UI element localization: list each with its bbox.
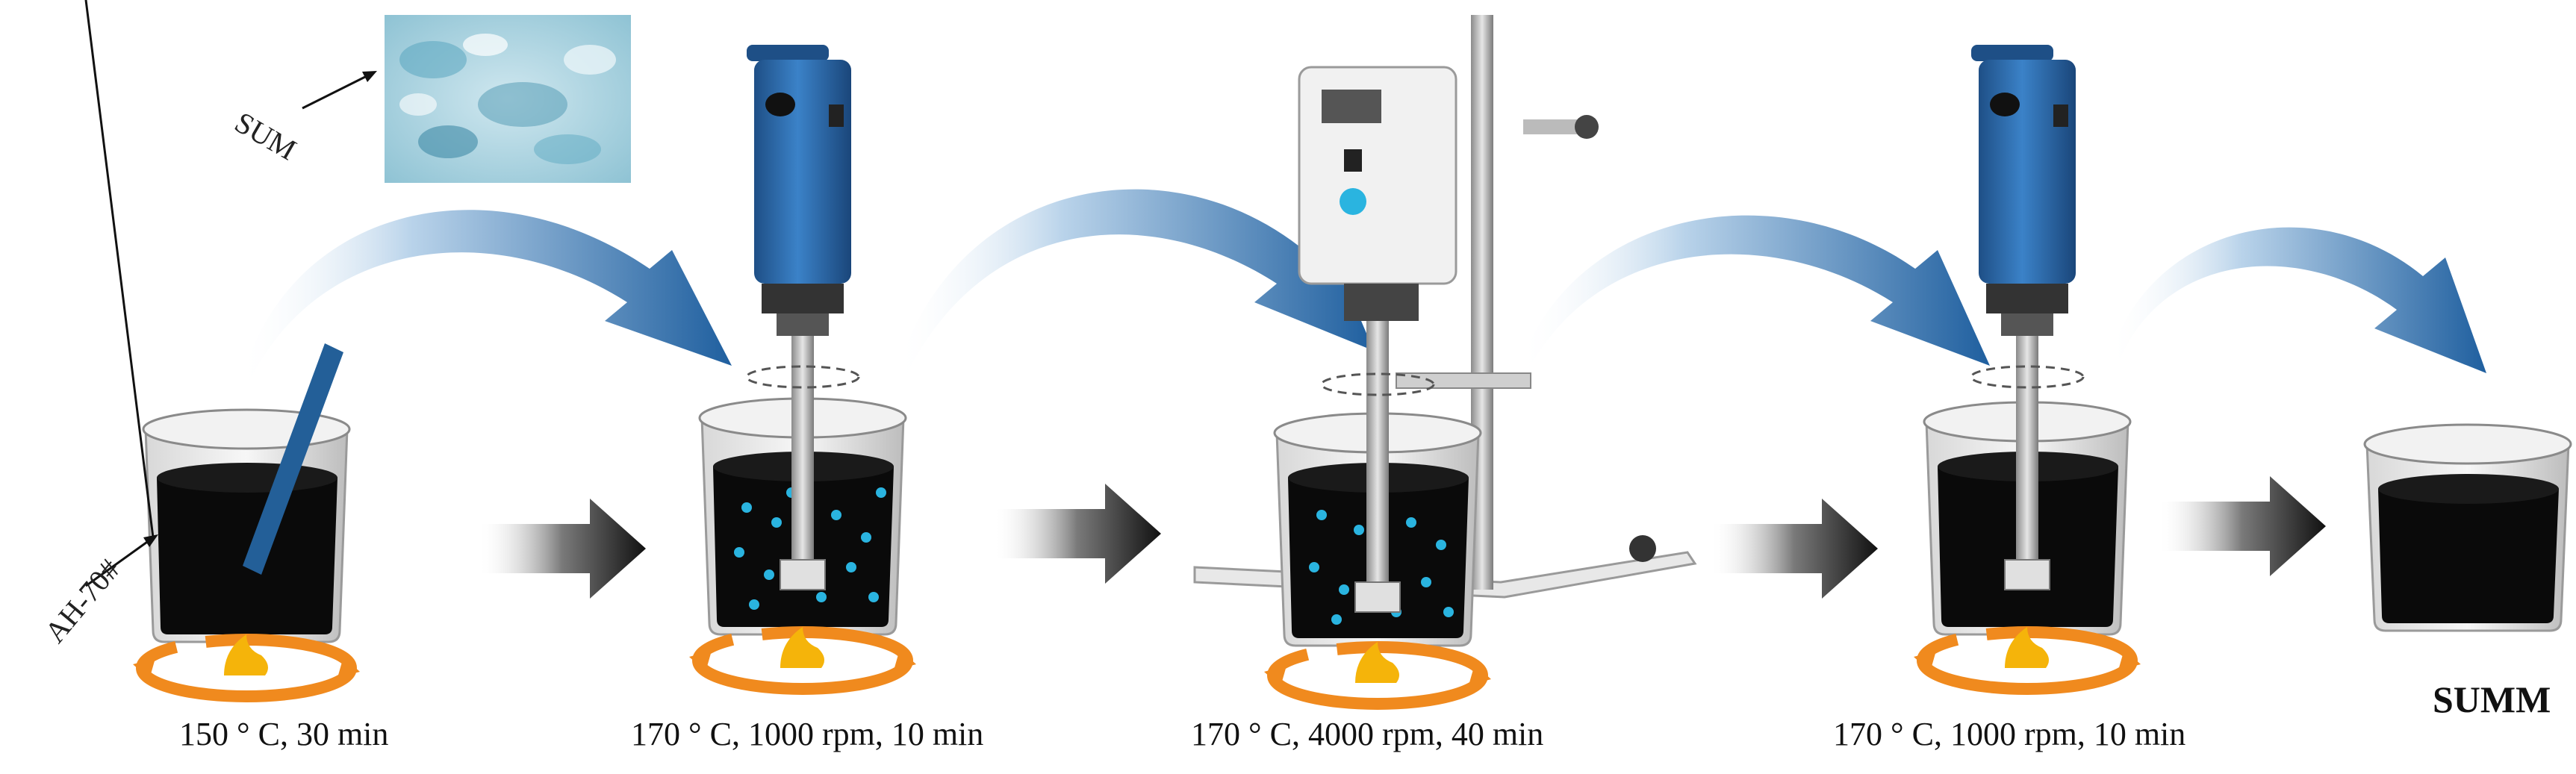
flame-icon xyxy=(2005,627,2049,668)
heater-icon xyxy=(133,634,360,702)
mixer-icon xyxy=(1298,66,1457,613)
flame-icon xyxy=(224,634,268,675)
beaker-icon xyxy=(2363,423,2572,632)
curved-arrow-icon xyxy=(239,210,732,388)
final-product-label: SUMM xyxy=(2433,678,2551,720)
heater-icon xyxy=(689,626,916,695)
beaker-icon xyxy=(142,408,351,643)
sum-strip xyxy=(243,343,343,575)
right-arrow-icon xyxy=(478,499,646,599)
mixer-icon xyxy=(1970,45,2085,590)
step-2-condition: 170 ° C, 1000 rpm, 10 min xyxy=(631,716,984,752)
heater-icon xyxy=(1914,626,2141,695)
particles xyxy=(734,487,886,610)
curved-arrow-icon xyxy=(896,189,1374,373)
right-arrow-icon xyxy=(1710,499,1878,599)
step-3-condition: 170 ° C, 4000 rpm, 40 min xyxy=(1191,716,1544,752)
step-4-condition: 170 ° C, 1000 rpm, 10 min xyxy=(1833,716,2186,752)
right-arrow-icon xyxy=(2158,476,2326,576)
flame-icon xyxy=(1355,642,1399,683)
curved-arrow-icon xyxy=(2109,227,2486,373)
asphalt-pointer-arrow xyxy=(84,0,158,587)
step-1-condition: 150 ° C, 30 min xyxy=(179,716,389,752)
sum-pointer-arrow xyxy=(302,71,377,110)
mixer-icon xyxy=(745,45,860,590)
curved-arrow-icon xyxy=(1519,215,1990,366)
heater-icon xyxy=(1264,641,1491,710)
flame-icon xyxy=(780,627,824,668)
right-arrow-icon xyxy=(993,484,1161,584)
sum-sample-image xyxy=(385,15,631,183)
